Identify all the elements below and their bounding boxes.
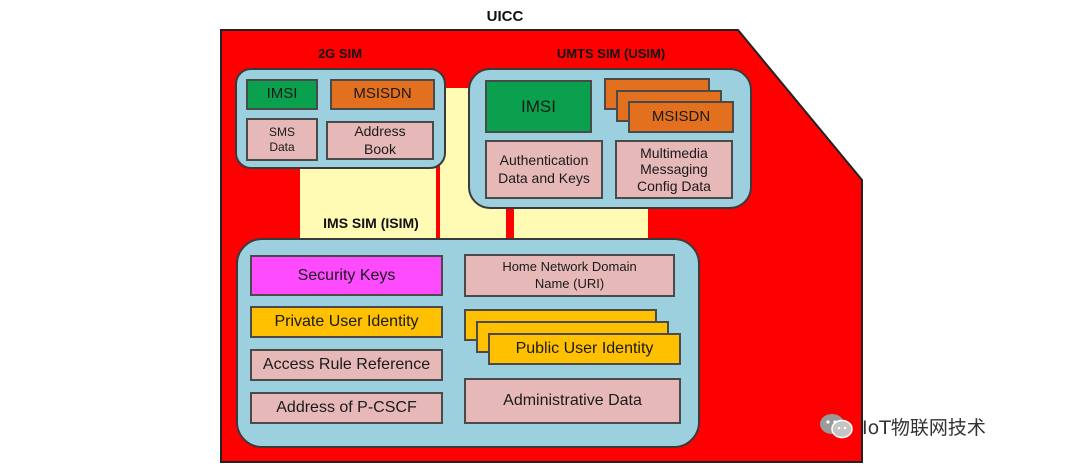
sim-2g-label: 2G SIM: [317, 46, 363, 61]
isim-administrative-data: Administrative Data: [464, 378, 681, 424]
auth-line-2: Data and Keys: [498, 169, 590, 186]
isim-public-user-identity: Public User Identity: [488, 333, 681, 365]
watermark-text: IoT物联网技术: [862, 416, 986, 439]
sim-2g-address-book: Address Book: [326, 121, 434, 160]
sim-2g-msisdn: MSISDN: [330, 79, 435, 110]
address-book-line-2: Book: [364, 140, 396, 157]
auth-line-1: Authentication: [499, 152, 589, 168]
usim-msisdn: MSISDN: [628, 101, 734, 133]
usim-mms-config: Multimedia Messaging Config Data: [615, 140, 733, 199]
isim-label: IMS SIM (ISIM): [323, 215, 419, 231]
sms-data-line-2: Data: [269, 139, 295, 154]
isim-access-rule-reference: Access Rule Reference: [250, 349, 443, 381]
watermark: IoT物联网技术: [818, 412, 986, 440]
home-domain-line-1: Home Network Domain: [502, 259, 637, 275]
isim-home-network-domain: Home Network Domain Name (URI): [464, 254, 675, 297]
home-domain-line-2: Name (URI): [534, 275, 605, 291]
wechat-icon: [818, 412, 854, 440]
usim-authentication-data: Authentication Data and Keys: [485, 140, 603, 199]
mms-line-3: Config Data: [637, 177, 711, 194]
usim-label: UMTS SIM (USIM): [556, 46, 666, 61]
address-book-line-1: Address: [354, 123, 406, 139]
isim-address-pcscf: Address of P-CSCF: [250, 392, 443, 424]
sim-2g-sms-data: SMS Data: [246, 118, 318, 161]
mms-line-1: Multimedia: [640, 145, 708, 162]
uicc-title: UICC: [486, 8, 524, 25]
isim-band-left: [300, 160, 436, 240]
sim-2g-imsi: IMSI: [246, 79, 318, 110]
isim-private-user-identity: Private User Identity: [250, 306, 443, 338]
usim-imsi: IMSI: [485, 80, 592, 133]
sms-data-line-1: SMS: [268, 124, 295, 139]
mms-line-2: Messaging: [640, 161, 708, 178]
isim-security-keys: Security Keys: [250, 255, 443, 296]
